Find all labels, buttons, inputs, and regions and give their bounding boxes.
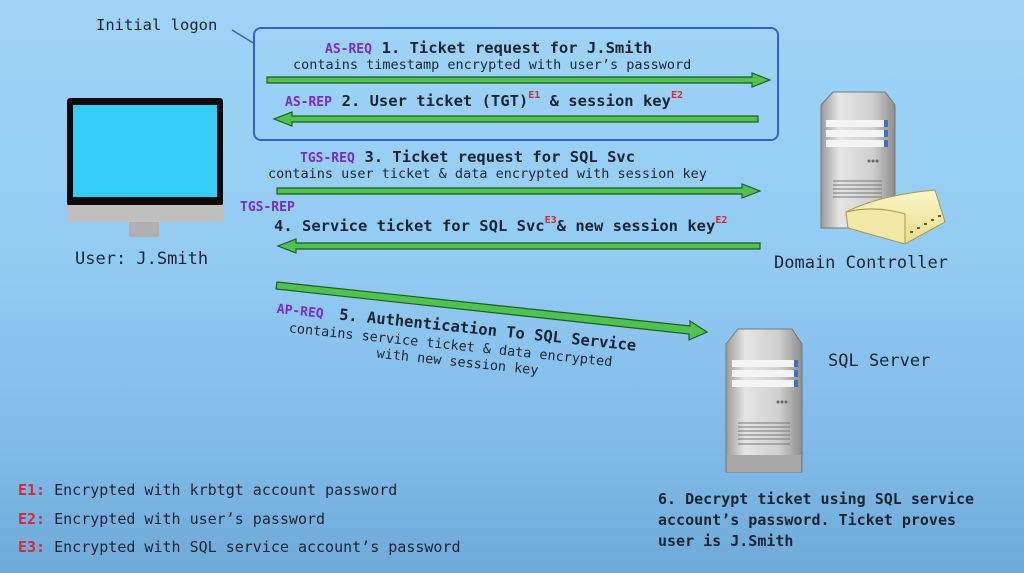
step-3-title: 3. Ticket request for SQL Svc [364,148,636,166]
step-2-title-b: & session key [540,92,671,110]
tgs-rep-tag: TGS-REP [240,200,295,215]
as-rep-tag: AS-REP [285,95,332,110]
domain-controller-label: Domain Controller [774,253,948,273]
step-1-title: 1. Ticket request for J.Smith [381,39,653,57]
step-2-sup-b: E2 [670,90,683,101]
initial-logon-box [253,27,779,141]
step-2-sup-a: E1 [528,90,541,101]
legend-text-e1: Encrypted with krbtgt account password [54,481,398,499]
sql-server-label: SQL Server [828,351,931,371]
user-label: User: J.Smith [75,249,209,269]
step-6-line-1: 6. Decrypt ticket using SQL service [658,490,975,508]
step-3-heading: TGS-REQ 3. Ticket request for SQL Svc [300,147,635,166]
legend-key-e1: E1: [18,481,46,499]
arrow-step-3 [276,183,762,199]
legend-key-e2: E2: [18,509,46,528]
step-2-title-a: 2. User ticket (TGT) [341,92,529,110]
legend-key-e3: E3: [18,538,46,556]
step-1-heading: AS-REQ 1. Ticket request for J.Smith [325,38,652,57]
legend-item-e2: E2: Encrypted with user’s password [18,505,461,534]
step-4-sup-b: E2 [715,215,728,226]
step-4-title-a: 4. Service ticket for SQL Svc [274,217,545,235]
legend-text-e3: Encrypted with SQL service account’s pas… [54,538,461,556]
step-1-detail: contains timestamp encrypted with user’s… [293,57,692,73]
tgs-req-tag: TGS-REQ [300,151,355,166]
arrow-step-4 [276,238,761,254]
initial-logon-label: Initial logon [96,16,218,34]
legend-item-e3: E3: Encrypted with SQL service account’s… [18,533,461,562]
step-2-heading: AS-REP 2. User ticket (TGT)E1 & session … [285,90,683,110]
step-6-line-2: account’s password. Ticket proves [658,511,957,529]
encryption-legend: E1: Encrypted with krbtgt account passwo… [18,476,461,562]
legend-text-e2: Encrypted with user’s password [54,509,326,528]
arrow-step-2 [272,111,759,127]
arrow-step-1 [266,72,772,88]
step-3-detail: contains user ticket & data encrypted wi… [268,166,707,182]
step-4-heading: 4. Service ticket for SQL SvcE3& new ses… [274,215,728,235]
legend-item-e1: E1: Encrypted with krbtgt account passwo… [18,476,461,505]
step-6-line-3: user is J.Smith [658,532,794,550]
arrow-step-5 [275,281,709,341]
step-4-title-b: & new session key [556,217,716,235]
as-req-tag: AS-REQ [325,42,372,57]
step-6-text: 6. Decrypt ticket using SQL service acco… [658,489,974,552]
step-4-sup-a: E3 [544,215,557,226]
